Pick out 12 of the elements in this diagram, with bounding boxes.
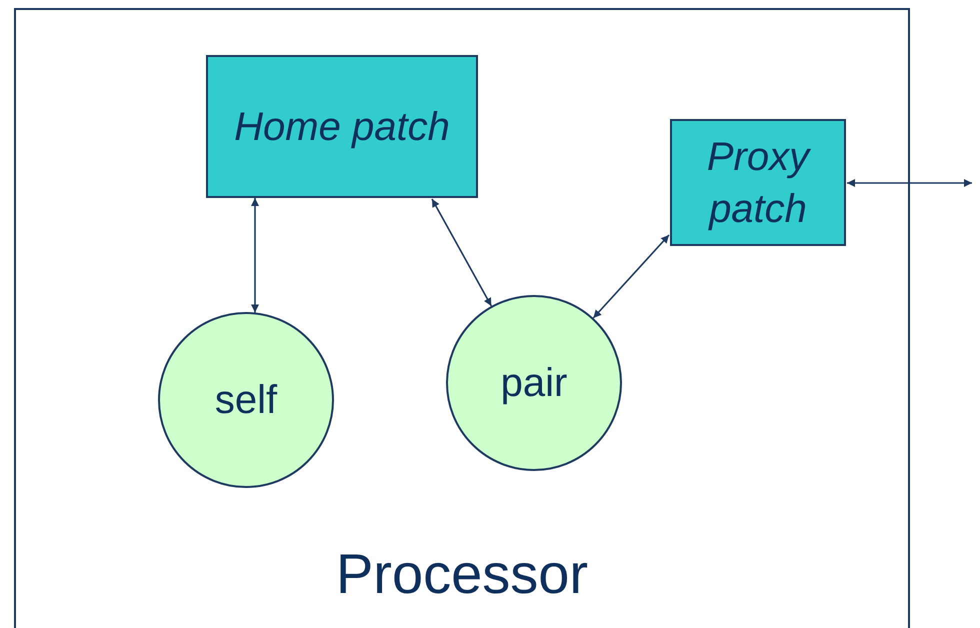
patch-box bbox=[670, 119, 846, 246]
circle-label: pair bbox=[500, 360, 568, 407]
double-arrow bbox=[847, 179, 972, 187]
frame-title: Processor bbox=[334, 541, 590, 607]
double-arrow bbox=[431, 198, 492, 306]
double-arrow bbox=[592, 234, 670, 319]
processor-frame bbox=[14, 8, 910, 628]
patch-label: Proxy patch bbox=[706, 134, 812, 232]
patch-label: Home patch bbox=[234, 104, 450, 150]
patch-box bbox=[206, 55, 478, 198]
circle-label: self bbox=[214, 377, 278, 424]
double-arrow bbox=[251, 198, 259, 312]
